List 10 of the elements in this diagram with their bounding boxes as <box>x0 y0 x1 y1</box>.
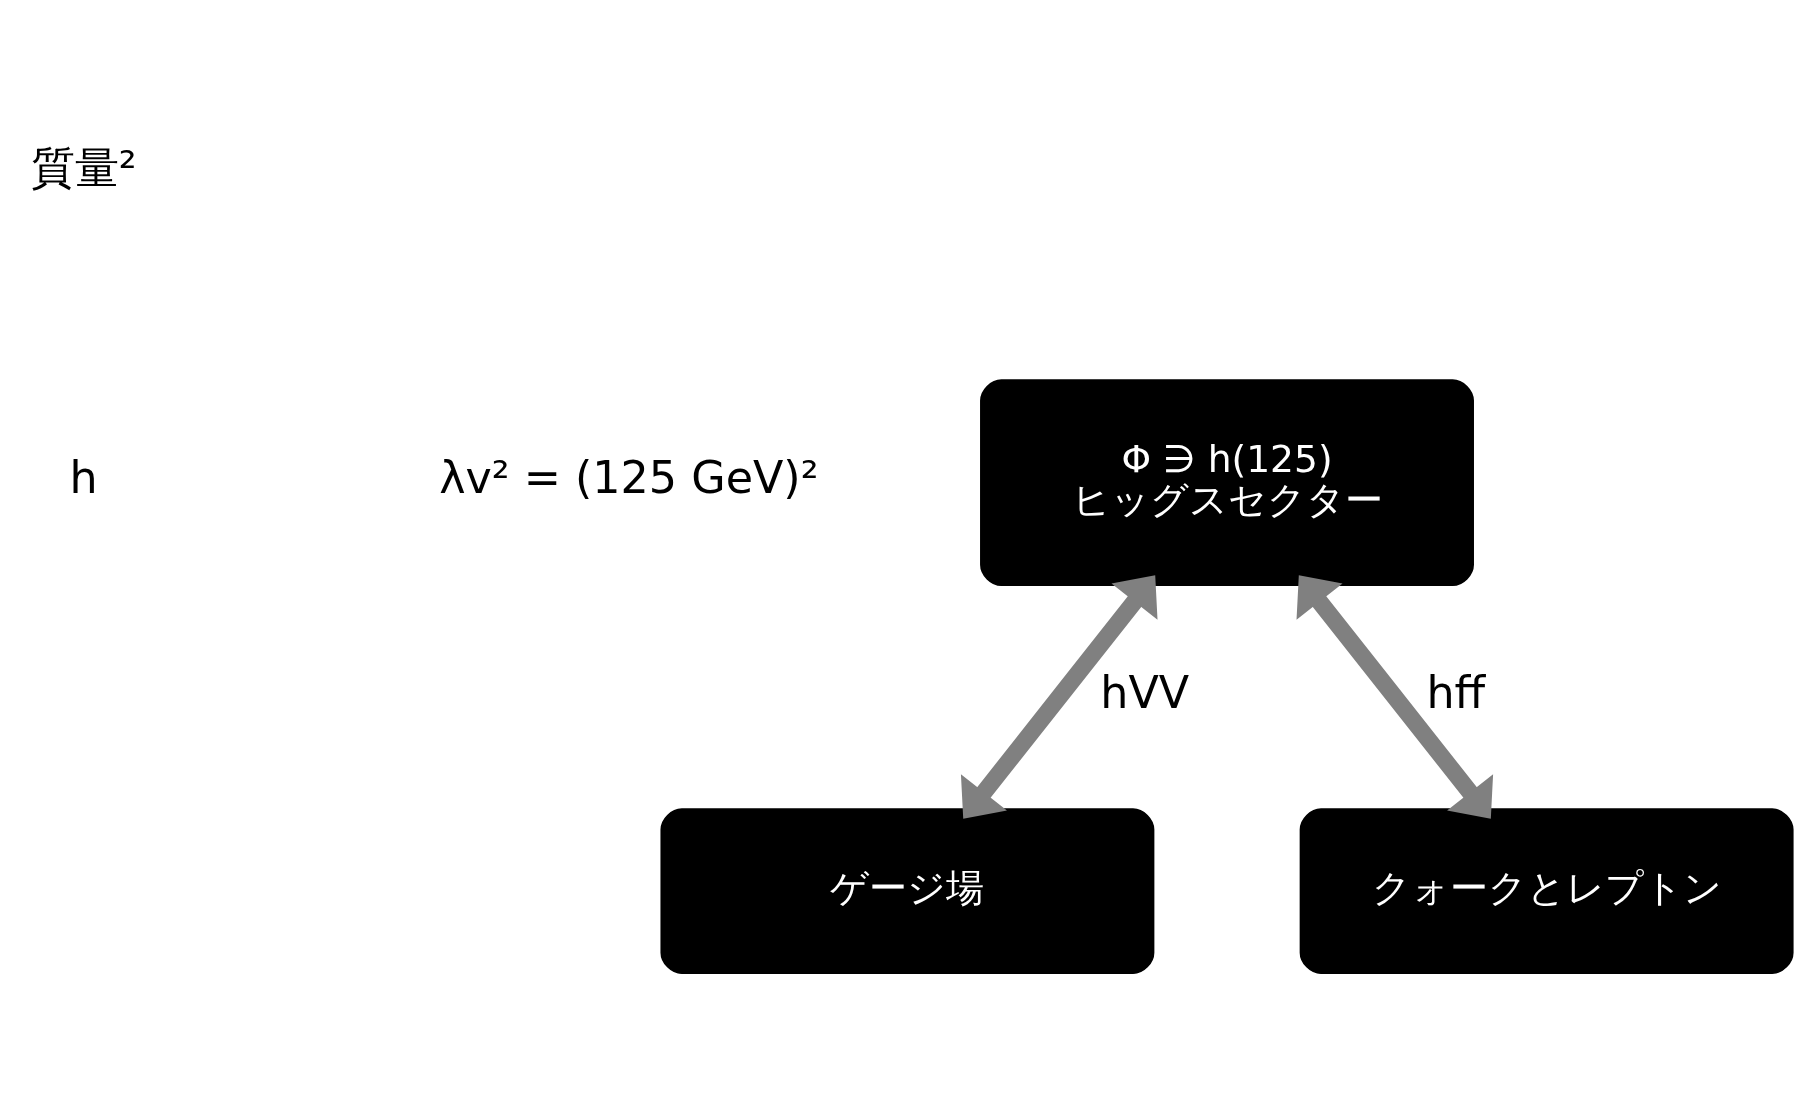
label: h <box>69 452 98 504</box>
edge-label: hff <box>1426 666 1486 718</box>
label: 質量² <box>30 142 137 194</box>
arrow <box>1296 575 1494 819</box>
arrow <box>960 575 1158 819</box>
node-box: ゲージ場 <box>660 808 1155 974</box>
node-box: Φ ∋ h(125) ヒッグスセクター <box>980 379 1474 587</box>
label: λv² = (125 GeV)² <box>439 452 819 504</box>
node-box: クォークとレプトン <box>1299 808 1794 974</box>
edge-label: hVV <box>1100 666 1190 718</box>
